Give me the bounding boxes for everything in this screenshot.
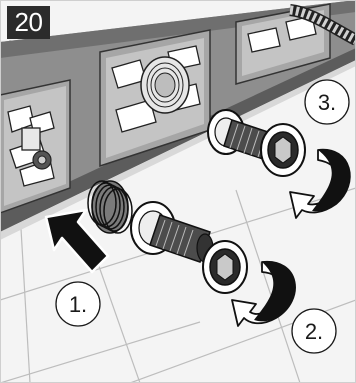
nut-washer-lower [203, 241, 247, 293]
callout-1-label: 1. [69, 292, 87, 317]
callout-3-label: 3. [318, 90, 336, 115]
callout-2-label: 2. [305, 319, 323, 344]
callout-2: 2. [292, 309, 336, 353]
callout-1: 1. [56, 282, 100, 326]
callout-3: 3. [305, 80, 349, 124]
step-number-badge: 20 [7, 6, 50, 39]
